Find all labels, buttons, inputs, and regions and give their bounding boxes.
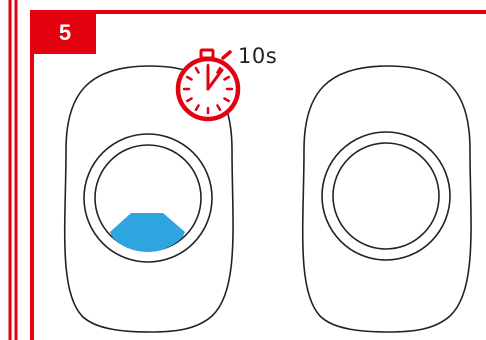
right-doorbell-unit — [303, 66, 471, 332]
step-number: 5 — [34, 12, 96, 54]
stopwatch-icon — [178, 50, 238, 119]
button-inner-ring — [333, 143, 439, 249]
timer-duration-label: 10s — [238, 44, 277, 68]
